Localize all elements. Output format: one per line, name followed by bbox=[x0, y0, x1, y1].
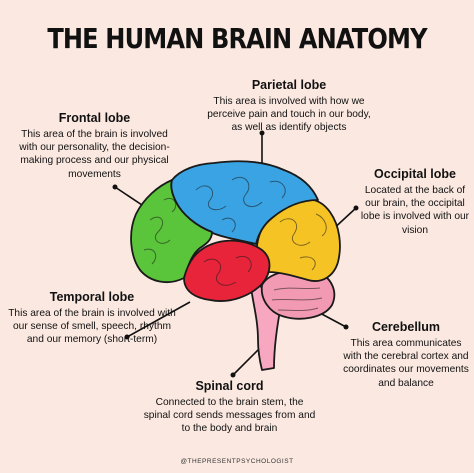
parietal-lobe-title: Parietal lobe bbox=[251, 78, 327, 92]
cerebellum-title: Cerebellum bbox=[371, 320, 441, 334]
temporal-lobe-label: Temporal lobe This area of the brain is … bbox=[8, 290, 176, 347]
leader-dots bbox=[112, 130, 359, 378]
occipital-lobe-label: Occipital lobe Located at the back of ou… bbox=[360, 167, 470, 237]
spinal-cord-title: Spinal cord bbox=[195, 379, 264, 393]
temporal-lobe-shape bbox=[183, 239, 271, 302]
brain-folds bbox=[143, 176, 327, 311]
spinal-cord-description: Connected to the brain stem, the spinal … bbox=[143, 397, 316, 435]
frontal-lobe-title: Frontal lobe bbox=[58, 111, 131, 125]
credit-handle: @THEPRESENTPSYCHOLOGIST bbox=[180, 458, 294, 465]
frontal-lobe-description: This area of the brain is involved with … bbox=[19, 129, 170, 180]
temporal-leader-line bbox=[126, 301, 191, 338]
page-title: THE HUMAN BRAIN ANATOMY bbox=[47, 22, 427, 55]
frontal-lobe-label: Frontal lobe This area of the brain is i… bbox=[12, 111, 177, 181]
temporal-lobe-title: Temporal lobe bbox=[49, 290, 135, 304]
temporal-lobe-description: This area of the brain is involved with … bbox=[8, 308, 176, 346]
occipital-lobe-title: Occipital lobe bbox=[374, 167, 456, 181]
cerebellum-label: Cerebellum This area communicates with t… bbox=[342, 320, 470, 390]
occipital-lobe-description: Located at the back of our brain, the oc… bbox=[360, 185, 470, 236]
spinal-cord-label: Spinal cord Connected to the brain stem,… bbox=[142, 379, 317, 436]
cerebellum-description: This area communicates with the cerebral… bbox=[343, 338, 469, 389]
parietal-lobe-description: This area is involved with how we percei… bbox=[207, 96, 371, 134]
parietal-lobe-label: Parietal lobe This area is involved with… bbox=[204, 78, 374, 135]
